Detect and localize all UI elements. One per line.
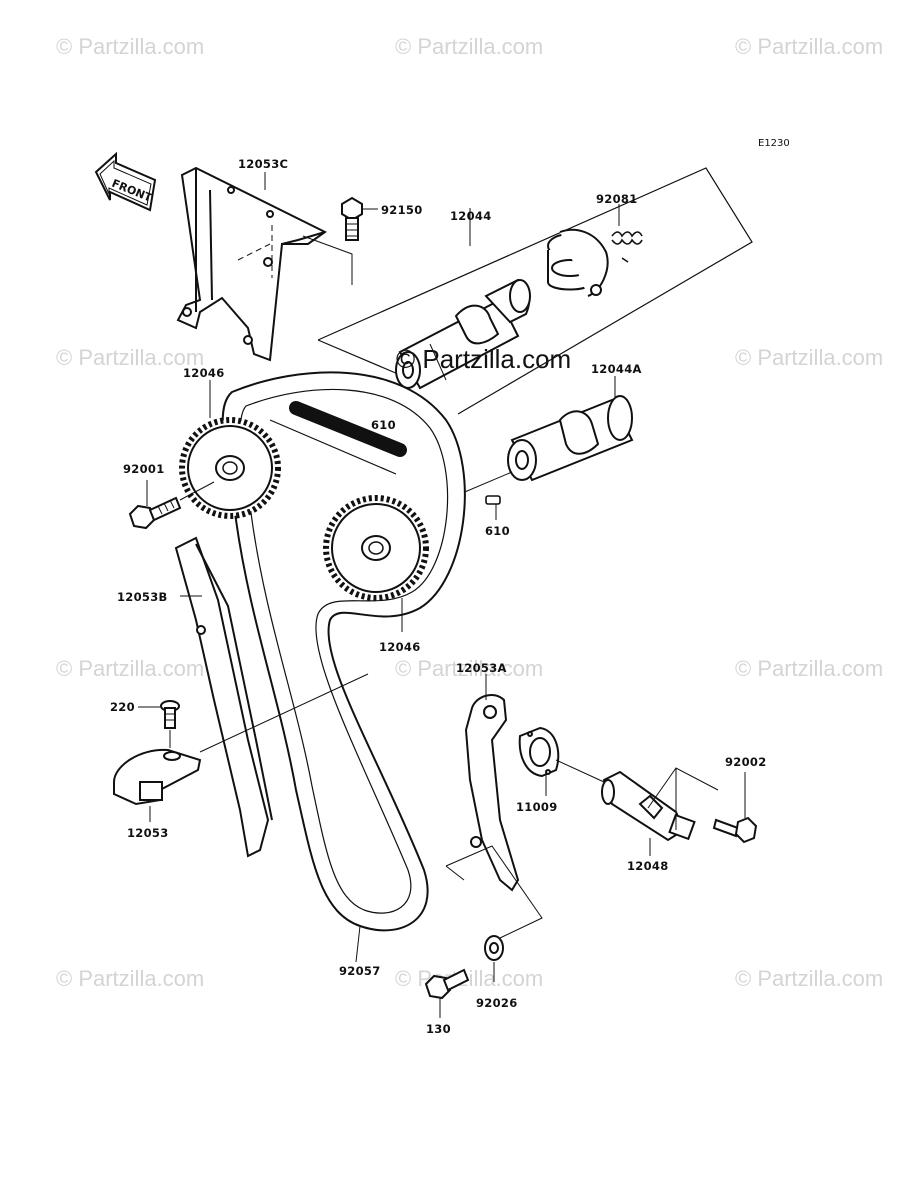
guide-pivot-12053 bbox=[113, 748, 202, 806]
bolt-220 bbox=[160, 700, 180, 729]
chain-tensioner-12048 bbox=[601, 770, 696, 842]
part-label-92081[interactable]: 92081 bbox=[596, 192, 638, 206]
watermark: © Partzilla.com bbox=[735, 345, 884, 370]
watermark: © Partzilla.com bbox=[735, 656, 884, 681]
part-label-92001[interactable]: 92001 bbox=[123, 462, 165, 476]
part-label-12046-bottom[interactable]: 12046 bbox=[379, 640, 421, 654]
chain-guide-12053a bbox=[464, 693, 520, 892]
bolt-92001 bbox=[128, 496, 182, 530]
center-watermark: © Partzilla.com bbox=[396, 344, 572, 374]
decompressor-cam bbox=[547, 228, 609, 297]
part-label-92150[interactable]: 92150 bbox=[381, 203, 423, 217]
watermark: © Partzilla.com bbox=[56, 345, 205, 370]
chain-guide-12053b bbox=[174, 536, 273, 858]
part-label-130[interactable]: 130 bbox=[426, 1022, 451, 1036]
sprocket-12046-top bbox=[179, 417, 281, 519]
camshaft-12044a bbox=[507, 395, 634, 482]
part-label-92057[interactable]: 92057 bbox=[339, 964, 381, 978]
part-label-12053b[interactable]: 12053B bbox=[117, 590, 168, 604]
watermark: © Partzilla.com bbox=[395, 966, 544, 991]
watermark: © Partzilla.com bbox=[395, 34, 544, 59]
spring-92081 bbox=[611, 231, 643, 263]
washer-92026 bbox=[484, 935, 504, 961]
watermark: © Partzilla.com bbox=[56, 966, 205, 991]
gasket-11009 bbox=[518, 726, 560, 778]
part-label-92026[interactable]: 92026 bbox=[476, 996, 518, 1010]
watermark: © Partzilla.com bbox=[56, 34, 205, 59]
part-label-220[interactable]: 220 bbox=[110, 700, 135, 714]
part-label-12053a[interactable]: 12053A bbox=[456, 661, 507, 675]
part-label-12053[interactable]: 12053 bbox=[127, 826, 169, 840]
watermark: © Partzilla.com bbox=[56, 656, 205, 681]
sprocket-12046-bottom bbox=[323, 495, 429, 601]
bolt-130 bbox=[424, 968, 470, 1000]
watermark: © Partzilla.com bbox=[395, 656, 544, 681]
part-label-610-bottom[interactable]: 610 bbox=[485, 524, 510, 538]
part-label-12044a[interactable]: 12044A bbox=[591, 362, 642, 376]
watermark: © Partzilla.com bbox=[735, 966, 884, 991]
part-label-12048[interactable]: 12048 bbox=[627, 859, 669, 873]
bolt-92002 bbox=[712, 816, 758, 844]
dowel-pin-610-bottom bbox=[485, 495, 501, 505]
part-label-610-top[interactable]: 610 bbox=[371, 418, 396, 432]
part-label-12046-top[interactable]: 12046 bbox=[183, 366, 225, 380]
watermark: © Partzilla.com bbox=[735, 34, 884, 59]
bolt-92150 bbox=[341, 196, 363, 241]
cam-chain-guide-bracket-12053c bbox=[176, 166, 327, 362]
part-label-92002[interactable]: 92002 bbox=[725, 755, 767, 769]
camshaft-12044 bbox=[395, 278, 531, 390]
assembly-bracket-12044 bbox=[317, 167, 753, 415]
part-label-11009[interactable]: 11009 bbox=[516, 800, 558, 814]
diagram-code: E1230 bbox=[758, 138, 790, 149]
part-label-12044[interactable]: 12044 bbox=[450, 209, 492, 223]
part-label-12053c[interactable]: 12053C bbox=[238, 157, 289, 171]
front-arrow-icon: FRONT bbox=[94, 151, 157, 212]
